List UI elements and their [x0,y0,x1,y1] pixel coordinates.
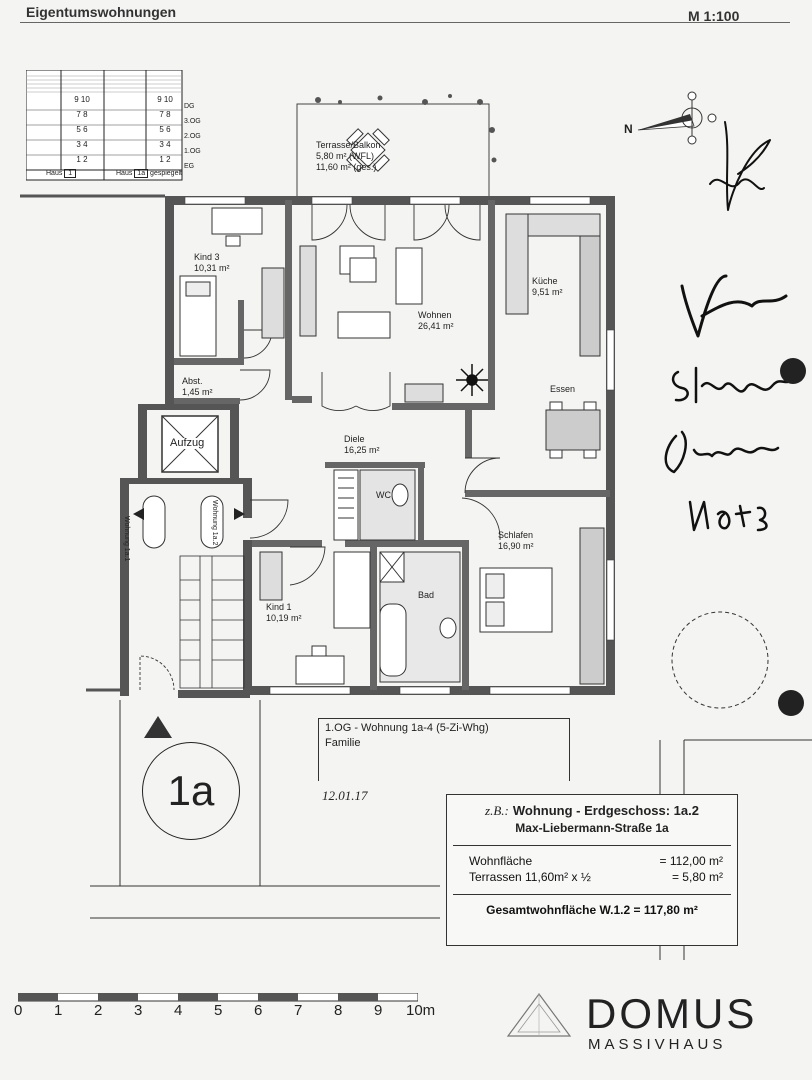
keyplan-unit-pair: 1 2 [159,155,171,164]
unit-label-box: 1.OG - Wohnung 1a-4 (5-Zi-Whg) Familie [318,718,570,781]
floor-label: 2.OG [184,133,201,140]
page-title: Eigentumswohnungen [26,4,177,20]
keyplan-unit-pair: 3 4 [76,140,88,149]
keyplan-units-left: 9 10 7 8 5 6 3 4 1 2 [62,92,102,167]
scale-tick: 1 [54,1002,63,1019]
keyplan-unit-pair: 5 6 [76,125,88,134]
logo-wordmark: DOMUS [586,990,758,1037]
compass-rose-icon [637,91,717,145]
scale-tick: 7 [294,1002,303,1019]
keyplan-unit-pair: 9 10 [157,95,173,104]
compass-north-label: N [624,122,633,136]
area-info-box: z.B.:Wohnung - Erdgeschoss: 1a.2 Max-Lie… [446,794,738,946]
keyplan-unit-pair: 9 10 [74,95,90,104]
compass: N [620,88,730,168]
floor-label: 3.OG [184,118,201,125]
floor-label: DG [184,103,195,110]
keyplan-unit-pair: 5 6 [159,125,171,134]
scale-tick: 5 [214,1002,223,1019]
signatures [664,121,792,532]
scale-tick: 6 [254,1002,263,1019]
keyplan-house-right: Haus 1a gespiegelt [116,169,182,178]
keyplan-unit-pair: 1 2 [76,155,88,164]
info-title: z.B.:Wohnung - Erdgeschoss: 1a.2 [485,803,699,818]
scale-tick: 4 [174,1002,183,1019]
room-label-wc: WC [376,490,391,500]
keyplan-graphic [25,69,183,181]
keyplan-unit-pair: 7 8 [76,110,88,119]
room-label-essen: Essen [550,384,576,394]
punch-hole-bottom [778,690,804,716]
scale-label: M 1:100 [688,8,740,24]
scale-ticks: 0 1 2 3 4 5 6 7 8 9 10m [10,1002,450,1020]
scale-tick: 10m [406,1002,436,1019]
stair-label-right: Wohnung 1a.2 [211,500,218,546]
scale-tick: 8 [334,1002,343,1019]
keyplan-units-right: 9 10 7 8 5 6 3 4 1 2 [147,92,183,167]
room-label-terrace: Terrasse/Balkon 5,80 m² (WFL) 11,60 m² (… [316,140,381,172]
room-label-bad: Bad [418,590,435,600]
unit-label-line1: 1.OG - Wohnung 1a-4 (5-Zi-Whg) [325,722,489,734]
info-address: Max-Liebermann-Straße 1a [515,821,669,835]
keyplan-floor-labels: DG 3.OG 2.OG 1.OG EG [184,99,201,174]
keyplan-house-left: Haus 1 [46,169,77,178]
keyplan-unit-pair: 3 4 [159,140,171,149]
scale-tick: 2 [94,1002,103,1019]
domus-house-icon [506,992,572,1037]
logo-subline: MASSIVHAUS [588,1036,727,1053]
room-label-aufzug: Aufzug [168,437,207,449]
scale-tick: 0 [14,1002,23,1019]
handwritten-date: 12.01.17 [322,788,368,803]
unit-label-line2: Familie [325,737,361,749]
scale-tick: 3 [134,1002,143,1019]
stair-label-left: Wohnung 1a.1 [123,516,130,562]
floor-label: EG [184,163,195,170]
punch-hole-top [780,358,806,384]
header-rule [20,22,790,23]
floor-label: 1.OG [184,148,201,155]
scale-bar [17,990,419,1002]
domus-logo: DOMUS MASSIVHAUS [504,990,794,1054]
keyplan-unit-pair: 7 8 [159,110,171,119]
scale-tick: 9 [374,1002,383,1019]
info-row: Wohnfläche= 112,00 m² [469,854,723,868]
room-label-abst: Abst.1,45 m² [182,376,213,397]
keyplan: 9 10 7 8 5 6 3 4 1 2 9 10 7 8 5 6 3 4 1 … [25,69,212,184]
info-row: Terrassen 11,60m² x ½= 5,80 m² [469,870,723,884]
info-total: Gesamtwohnfläche W.1.2 = 117,80 m² [486,903,698,917]
unit-badge: 1a [142,742,240,840]
